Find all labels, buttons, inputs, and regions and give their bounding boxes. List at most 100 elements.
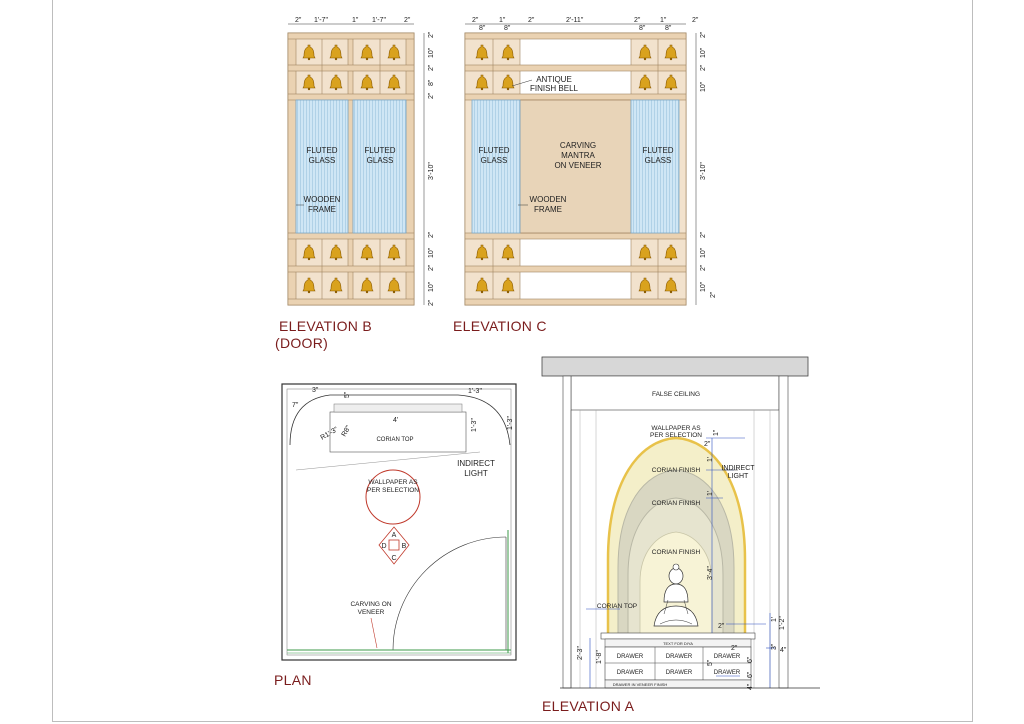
dim-label: 2" xyxy=(428,299,435,306)
dim-label: 10" xyxy=(700,247,707,258)
marker-label: C xyxy=(391,555,396,562)
dim-label: 2" xyxy=(700,64,707,71)
dim-label: 10" xyxy=(428,281,435,292)
corian-finish-label: CORIAN FINISH xyxy=(652,500,701,507)
dim-label: 4' xyxy=(393,417,398,424)
light-label: LIGHT xyxy=(728,473,749,480)
dim-label: 10" xyxy=(700,281,707,292)
dim-label: 2" xyxy=(692,17,699,24)
dim-label: 1'-2" xyxy=(779,616,786,630)
false-ceiling-label: FALSE CEILING xyxy=(652,391,700,398)
light-label: INDIRECT xyxy=(457,459,495,468)
dim-label: 2" xyxy=(700,231,707,238)
dim-label: 3'-10" xyxy=(700,162,707,180)
dim-label: 2'-3" xyxy=(577,646,584,660)
dim-label: 8" xyxy=(428,79,435,86)
drawer-label: DRAWER xyxy=(617,670,644,676)
dim-label: 8" xyxy=(665,25,672,32)
glass-label: GLASS xyxy=(367,156,394,165)
dim-label: 1' xyxy=(707,491,714,496)
dim-label: 8" xyxy=(479,25,486,32)
dim-label: 10" xyxy=(700,81,707,92)
drawer-label: DRAWER xyxy=(617,654,644,660)
plan-title: PLAN xyxy=(274,672,312,688)
dim-label: 1' xyxy=(771,617,778,622)
dim-label: 2" xyxy=(634,17,641,24)
elevation-a-title: ELEVATION A xyxy=(542,698,635,714)
dim-label: 5" xyxy=(344,391,351,398)
wallpaper-label: PER SELECTION xyxy=(650,432,702,439)
corian-label: CORIAN TOP xyxy=(376,437,413,443)
dim-label: 3" xyxy=(312,387,319,394)
light-label: LIGHT xyxy=(464,469,488,478)
dim-label: 1' xyxy=(707,457,714,462)
carving-label: CARVING ON xyxy=(350,601,391,608)
dim-label: 2" xyxy=(472,17,479,24)
carving-label: MANTRA xyxy=(561,151,595,160)
dim-label: 2" xyxy=(428,92,435,99)
dim-label: 2" xyxy=(704,441,711,448)
dim-label: 10" xyxy=(428,47,435,58)
plan-view: A B C D 3" 5" 1'-3" 1'-3" 4' 1'-3" R8" R… xyxy=(281,383,517,661)
drawer-label: DRAWER xyxy=(666,670,693,676)
elevation-b-title: ELEVATION B xyxy=(279,318,373,334)
dim-label: 1" xyxy=(713,429,720,436)
dim-label: 4" xyxy=(747,683,754,690)
dim-label: 3'-4" xyxy=(707,566,714,580)
dim-label: 8" xyxy=(639,25,646,32)
dim-label: 2" xyxy=(404,17,411,24)
dim-label: 6" xyxy=(747,656,754,663)
dim-label: 3'-10" xyxy=(428,162,435,180)
glass-label: GLASS xyxy=(645,156,672,165)
dim-label: 2" xyxy=(700,31,707,38)
dim-label: 2" xyxy=(295,17,302,24)
dim-label: 2" xyxy=(428,64,435,71)
drawer-label: DRAWER xyxy=(666,654,693,660)
dim-label: 10" xyxy=(700,47,707,58)
frame-label: WOODEN xyxy=(304,195,341,204)
dim-label: 5" xyxy=(707,659,714,666)
bell-label: ANTIQUE xyxy=(536,75,572,84)
frame-label: FRAME xyxy=(308,205,336,214)
elevation-a: FALSE CEILING WALLPAPER AS PER SELECTION… xyxy=(541,356,820,690)
dim-label: 2" xyxy=(731,645,738,652)
dim-label: 1'-3" xyxy=(471,418,478,432)
dim-label: 6" xyxy=(747,671,754,678)
glass-label: FLUTED xyxy=(642,146,673,155)
dim-label: 2'-11" xyxy=(566,17,584,24)
elevation-c: 2" 8" 1" 8" 2" 2'-11" 2" 8" 1" 8" 2" 2" … xyxy=(464,17,717,306)
elevation-b: 2" 1'-7" 1" 1'-7" 2" 2" 10" 2" 8" 2" 3'-… xyxy=(287,17,435,306)
dim-label: 8" xyxy=(504,25,511,32)
dim-label: 1'-3" xyxy=(468,388,482,395)
diya-label: TEXT FOR DIYA xyxy=(663,641,693,646)
light-label: INDIRECT xyxy=(721,465,755,472)
frame-label: WOODEN xyxy=(530,195,567,204)
dim-label: 1" xyxy=(499,17,506,24)
corian-finish-label: CORIAN FINISH xyxy=(652,549,701,556)
wallpaper-label: WALLPAPER AS xyxy=(651,425,701,432)
section-marker-icon xyxy=(378,526,410,565)
dim-label: 4" xyxy=(780,647,787,654)
dim-label: 2" xyxy=(718,623,725,630)
wallpaper-label: PER SELECTION xyxy=(367,487,419,494)
dim-label: 1'-8" xyxy=(596,650,603,664)
dim-label: 2" xyxy=(700,264,707,271)
bell-label: FINISH BELL xyxy=(530,84,579,93)
dim-label: 1'-3" xyxy=(507,416,514,430)
wallpaper-label: WALLPAPER AS xyxy=(368,479,418,486)
glass-label: FLUTED xyxy=(306,146,337,155)
dim-label: 10" xyxy=(428,247,435,258)
carving-label: CARVING xyxy=(560,141,596,150)
dim-label: 7" xyxy=(292,402,299,409)
drawer-label: DRAWER xyxy=(714,654,741,660)
corian-finish-label: CORIAN FINISH xyxy=(652,467,701,474)
dim-label: 1'-7" xyxy=(314,17,328,24)
dim-label: 2" xyxy=(428,264,435,271)
dim-label: 2" xyxy=(428,231,435,238)
dim-label: 1'-7" xyxy=(372,17,386,24)
glass-label: FLUTED xyxy=(364,146,395,155)
drawer-note: DRAWER IN VENEER FINISH xyxy=(613,682,668,687)
elevation-c-title: ELEVATION C xyxy=(453,318,547,334)
glass-label: GLASS xyxy=(309,156,336,165)
